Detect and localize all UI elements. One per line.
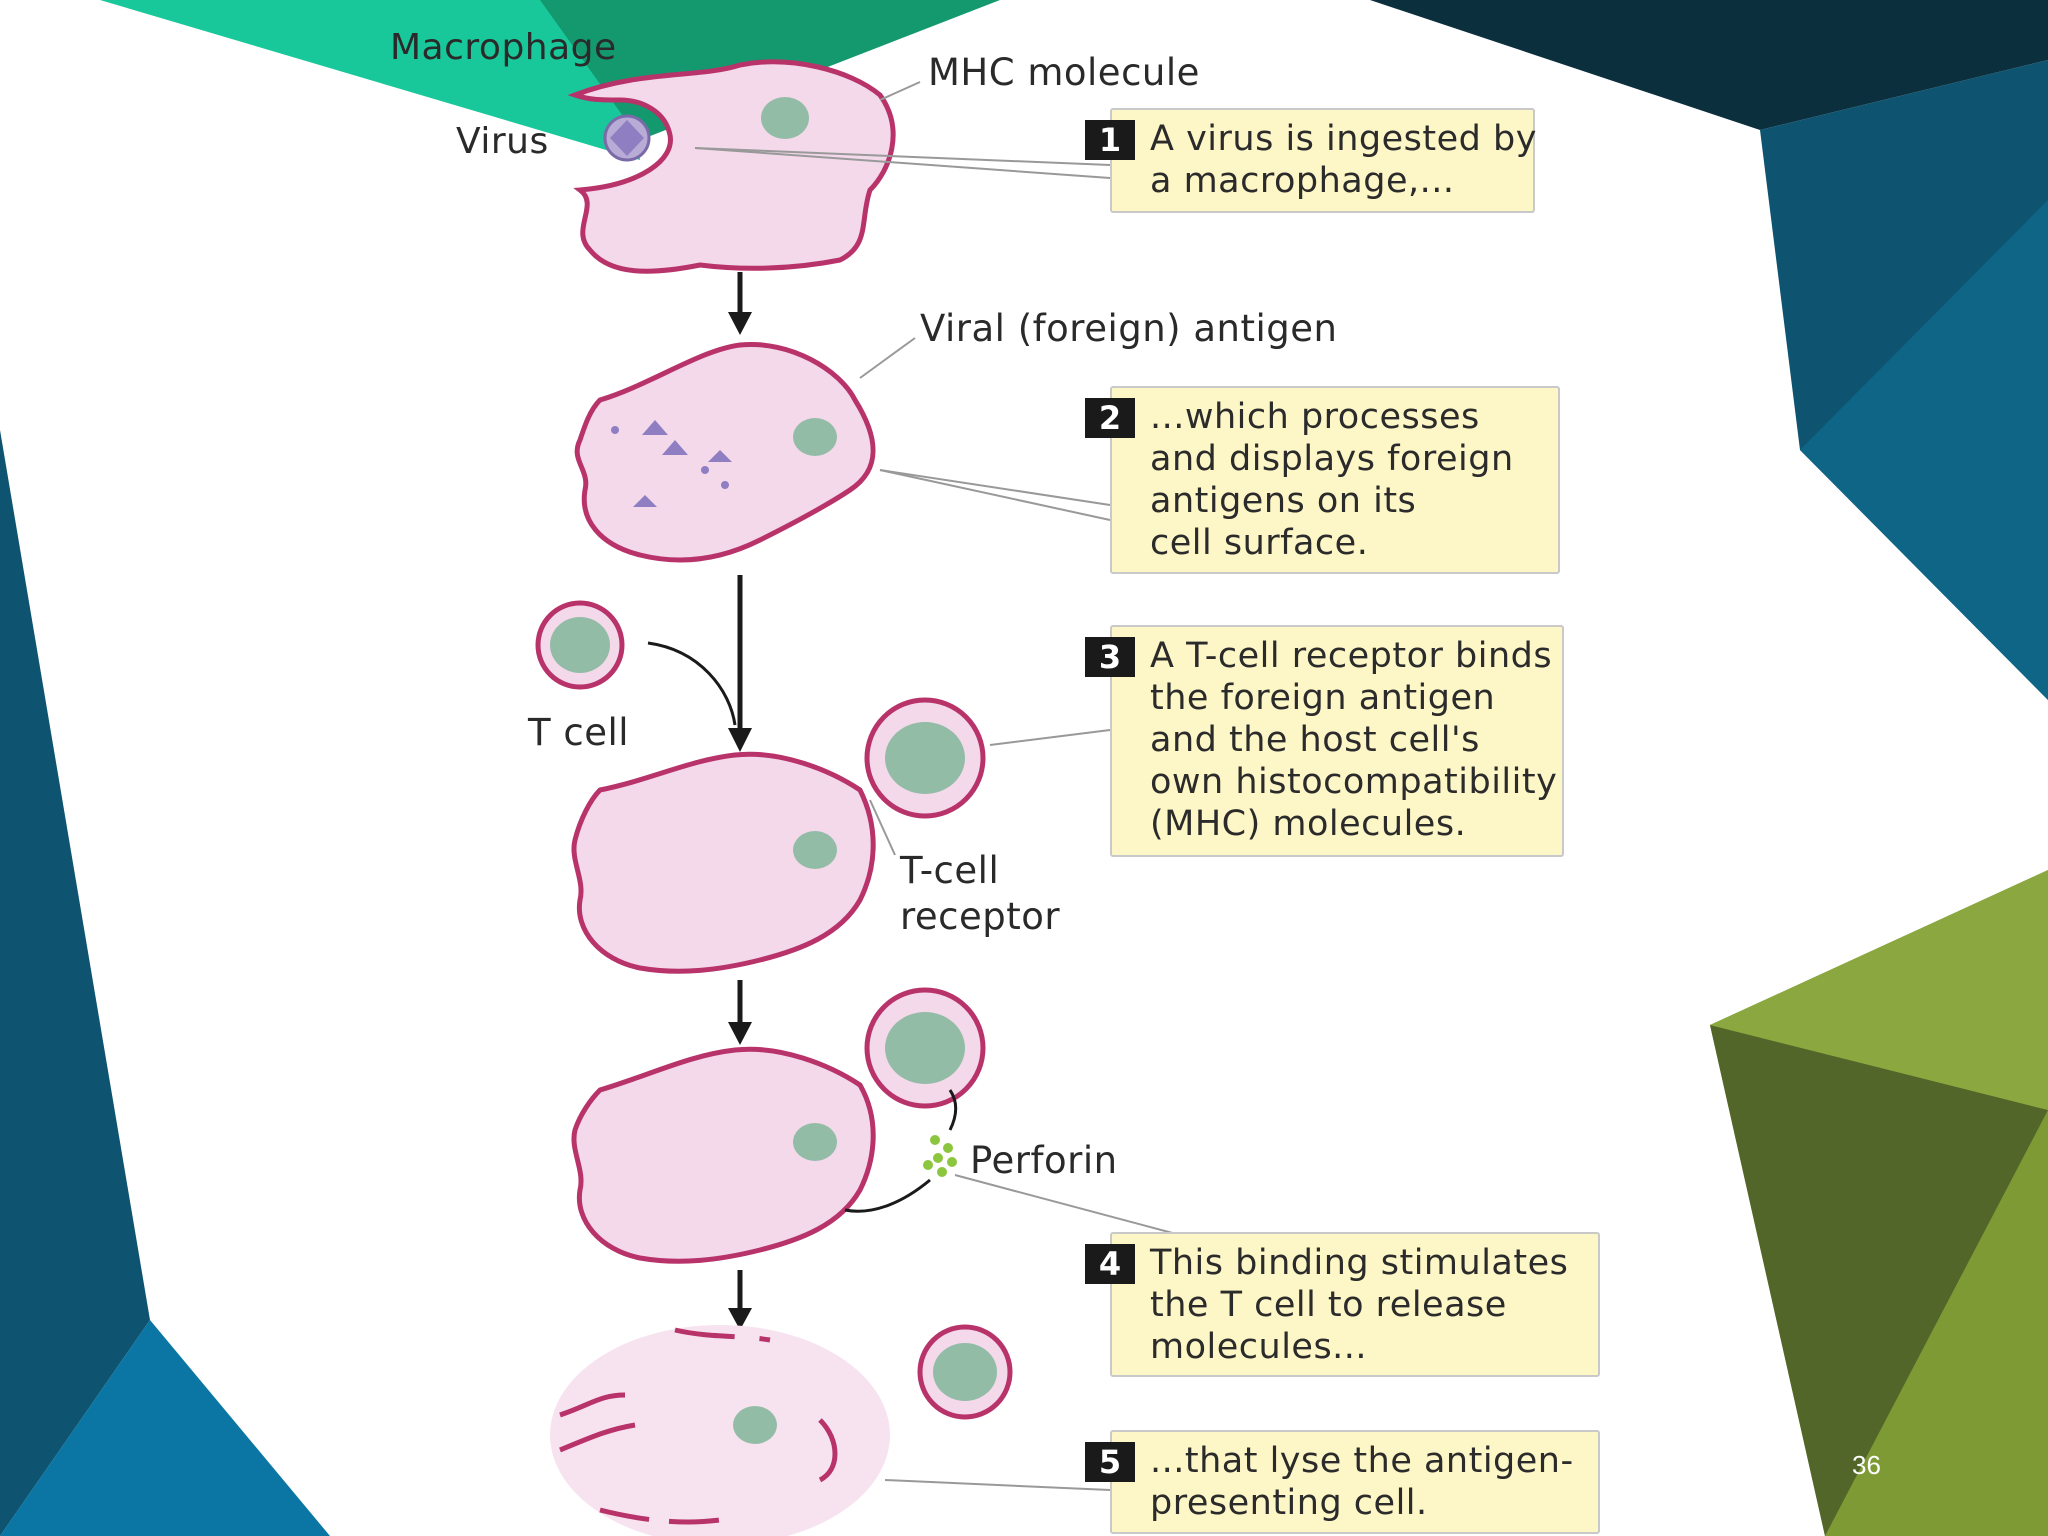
step-1-callout: 1 A virus is ingested by a macrophage,..… [1085,108,1537,213]
label-t-cell: T cell [528,711,630,754]
nucleus-4 [793,1123,837,1161]
bg-triangle-right-blue-light [1800,200,2048,700]
step-4-number: 4 [1085,1244,1135,1284]
callout-line-1 [694,147,1111,179]
macrophage-cell-1 [567,59,896,274]
step-1-text: A virus is ingested by a macrophage,... [1150,119,1537,201]
step-4-callout: 4 This binding stimulates the T cell to … [1085,1232,1600,1377]
step-2-callout: 2 ...which processes and displays foreig… [1085,386,1560,574]
step-2-number: 2 [1085,398,1135,438]
mhc-pointer [879,81,921,101]
step-3-callout: 3 A T-cell receptor binds the foreign an… [1085,625,1564,857]
nucleus-3 [793,831,837,869]
callout-line-5 [884,1479,1111,1491]
macrophage-cell-2 [574,341,876,563]
bg-triangle-bottom-right-olive [1710,1025,2048,1536]
nucleus-1 [761,97,809,139]
step-5-text: ...that lyse the antigen- presenting cel… [1150,1441,1574,1523]
label-mhc-molecule: MHC molecule [928,51,1200,94]
label-virus: Virus [456,121,549,162]
label-perforin: Perforin [970,1139,1118,1182]
step-4-text: This binding stimulates the T cell to re… [1150,1243,1569,1367]
label-macrophage: Macrophage [390,27,617,68]
bg-triangle-top-right [1370,0,2048,130]
slide-number: 36 [1852,1450,1881,1480]
bg-triangle-bottom-left [0,1320,330,1536]
bg-triangle-bottom-right-light [1710,870,2048,1110]
presenting-cell-4 [571,1046,876,1264]
presenting-cell-3 [571,751,876,974]
step-5-number: 5 [1085,1442,1135,1482]
callout-line-3 [989,729,1111,746]
callout-line-2 [879,469,1111,521]
lysed-cell [550,1325,890,1536]
perforin-icon [923,1135,957,1177]
receptor-pointer [869,799,896,856]
step-5-callout: 5 ...that lyse the antigen- presenting c… [1085,1430,1600,1534]
antigen-fragments-icon [611,420,732,507]
nucleus-2 [793,418,837,456]
virus-icon [603,114,651,162]
step-3-number: 3 [1085,637,1135,677]
callout-line-4 [954,1174,1181,1236]
step-2-text: ...which processes and displays foreign … [1150,397,1514,563]
step-1-number: 1 [1085,120,1135,160]
label-viral-antigen: Viral (foreign) antigen [920,307,1338,350]
label-t-cell-receptor: T-cell receptor [900,849,1061,938]
antigen-pointer [859,337,916,379]
bg-triangle-left [0,430,150,1536]
bg-triangle-top-left [100,0,640,160]
step-3-text: A T-cell receptor binds the foreign anti… [1150,636,1558,844]
